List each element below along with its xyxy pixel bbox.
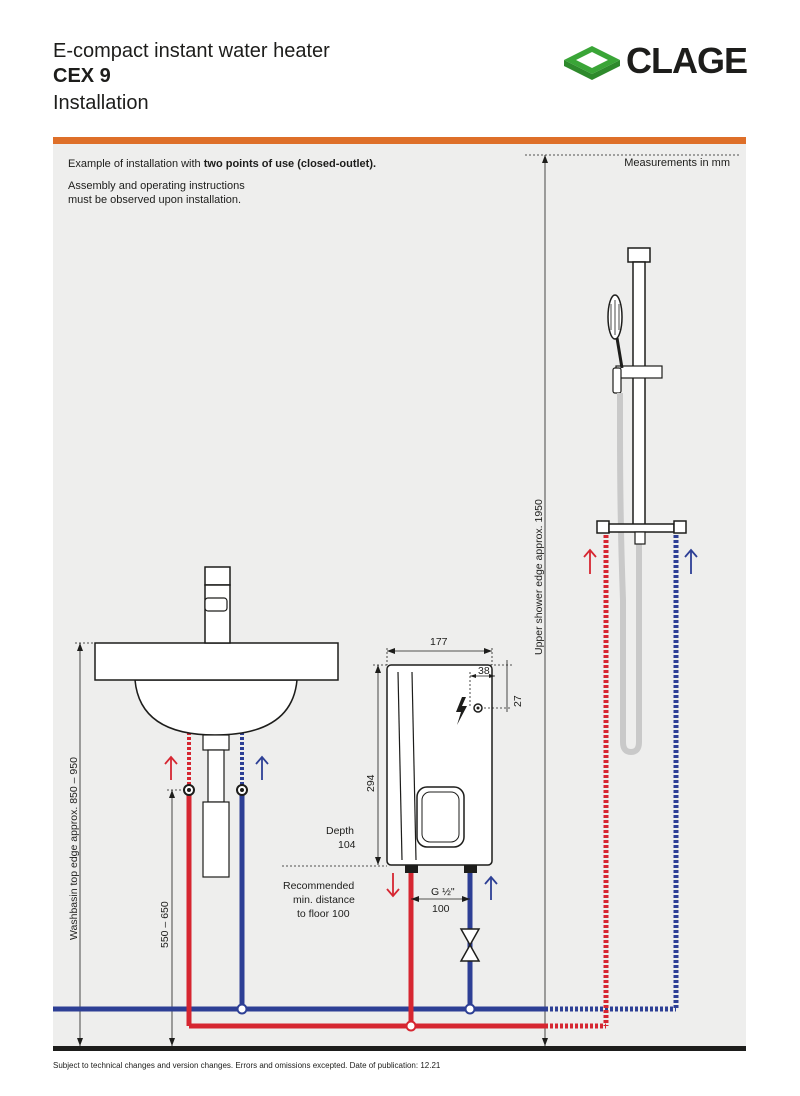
- shower-hose: [617, 393, 642, 756]
- min-distance-line3: to floor 100: [297, 908, 350, 920]
- assembly-note: Assembly and operating instructions must…: [68, 180, 245, 206]
- heater-width-dimension: [386, 648, 493, 665]
- title-section: Installation: [53, 92, 149, 114]
- floor-line: [53, 1046, 746, 1051]
- heater-height-dimension: [373, 664, 387, 865]
- washbasin: [94, 642, 339, 878]
- water-heater-unit: [386, 664, 493, 873]
- brand-name: CLAGE: [626, 40, 748, 81]
- basin-connection-label: 550 – 650: [159, 901, 171, 948]
- basin-cold-flow-arrow: [255, 755, 269, 780]
- heater-offset-y-label: 27: [512, 695, 524, 707]
- heater-offset-x-label: 38: [478, 665, 490, 677]
- washbasin-faucet: [204, 566, 231, 644]
- shower-cold-flow-arrow: [684, 548, 698, 574]
- depth-label: Depth: [326, 825, 354, 837]
- footer-disclaimer: Subject to technical changes and version…: [53, 1061, 441, 1070]
- shower-hot-flow-arrow: [583, 548, 597, 574]
- title-product-type: E-compact instant water heater: [53, 40, 330, 62]
- washbasin-height-dimension: [75, 642, 96, 1046]
- shower-rail: [612, 247, 663, 527]
- title-model: CEX 9: [53, 65, 111, 87]
- washbasin-edge-label: Washbasin top edge approx. 850 – 950: [68, 757, 80, 940]
- shower-edge-label: Upper shower edge approx. 1950: [533, 499, 545, 655]
- heater-width-label: 177: [430, 636, 448, 648]
- shower-head: [607, 294, 624, 369]
- basin-hot-flow-arrow: [164, 755, 178, 780]
- intro-text: Example of installation with two points …: [68, 158, 377, 170]
- heater-cold-flow-arrow: [484, 875, 498, 900]
- clage-logo-icon: [564, 46, 620, 80]
- min-distance-line2: min. distance: [293, 894, 355, 906]
- pipe-spacing-label: 100: [432, 903, 450, 915]
- min-distance-line1: Recommended: [283, 880, 354, 892]
- depth-value: 104: [338, 839, 356, 851]
- pipe-junctions: [405, 1020, 417, 1032]
- thread-label: G ½": [431, 886, 455, 898]
- diagram-panel: [53, 144, 746, 1048]
- accent-bar: [53, 137, 746, 144]
- shower-thermostat-bar: [596, 520, 687, 545]
- heater-hot-flow-arrow: [386, 873, 400, 898]
- heater-height-label: 294: [365, 774, 377, 792]
- measurements-note: Measurements in mm: [624, 157, 730, 169]
- shower-height-dimension: [525, 154, 740, 1046]
- shutoff-valve: [459, 928, 481, 962]
- electric-warning-icon: [456, 697, 467, 725]
- heater-offset-y-dimension: [478, 660, 512, 712]
